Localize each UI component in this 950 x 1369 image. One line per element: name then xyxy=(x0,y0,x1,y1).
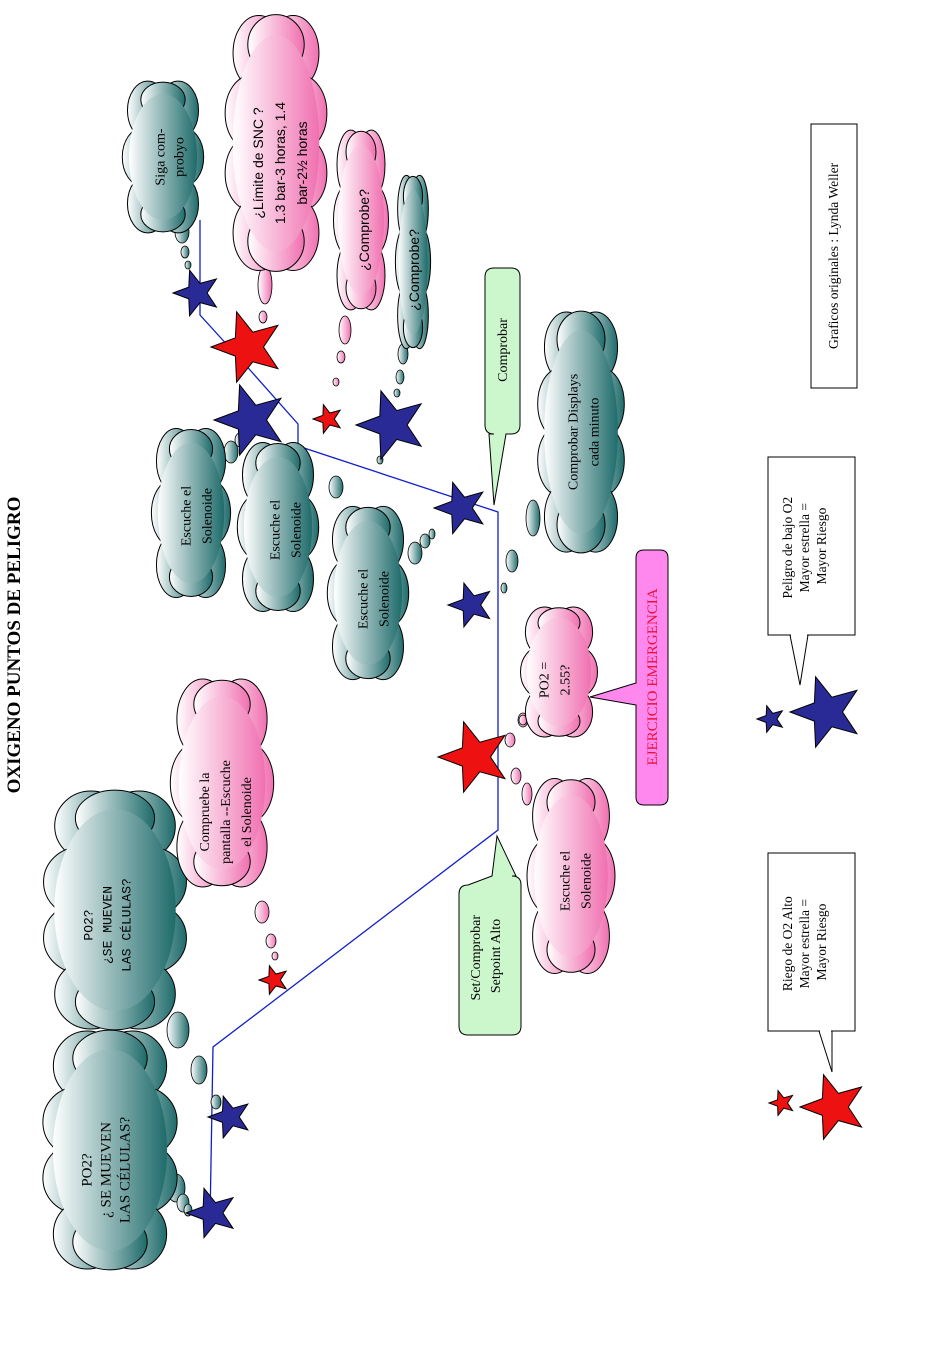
cloud-text-c2: PO2? ¿SE MUEVEN LAS CÉLULAS? xyxy=(82,878,135,972)
cloud-text-c6: Escuche el Solenoide xyxy=(268,500,304,560)
svg-text:Riego de O2 Alto Mayor e: Riego de O2 Alto Mayor estrella = Mayor … xyxy=(780,893,829,991)
legend-high-o2: Riego de O2 Alto Mayor estrella = Mayor … xyxy=(767,852,856,1073)
cloud-text-c3: Compruebe la pantalla --Escuche el Solenoi… xyxy=(198,760,255,864)
cloud-solenoid-1 xyxy=(150,427,251,598)
cloud-comprobe-teal xyxy=(376,174,432,465)
cloud-c10-line-2: probyo xyxy=(172,137,187,177)
cloud-text-c4: Escuche el Solenoide xyxy=(179,486,215,546)
legend-high-line-3: Mayor Riesgo xyxy=(814,903,829,980)
setpoint-line-1: Set/Comprobar xyxy=(469,915,484,1001)
legend-star-blue-small xyxy=(755,704,784,734)
cloud-c3-line-3: el Solenoide xyxy=(240,777,255,847)
cloud-text-c7: Escuche el Solenoide xyxy=(356,569,392,629)
cloud-po2-upper xyxy=(43,789,222,1110)
legend-star-blue-large xyxy=(788,675,859,749)
legend-star-red-small xyxy=(767,1089,794,1117)
cloud-text-c8: Escuche el Solenoide xyxy=(558,851,594,911)
star-blue-risk xyxy=(446,581,491,629)
setpoint-line-2: Setpoint Alto xyxy=(489,919,504,993)
cloud-solenoid-3 xyxy=(326,505,436,681)
star-blue-risk xyxy=(206,1094,249,1140)
cloud-displays xyxy=(500,310,625,594)
star-red-risk xyxy=(209,310,280,384)
star-red-risk xyxy=(257,964,288,996)
cloud-c1-line-2: ¿ SE MUEVEN xyxy=(98,1122,114,1218)
cloud-po2-255 xyxy=(518,606,598,738)
comprobar-label: Comprobar xyxy=(496,318,511,382)
cloud-c10-line-1: Siga com- xyxy=(153,128,168,185)
star-blue-risk xyxy=(184,1186,235,1240)
cloud-text-c12: ¿Comprobe? xyxy=(356,189,372,271)
cloud-c7-line-2: Solenoide xyxy=(377,571,392,627)
star-blue-risk xyxy=(212,383,283,457)
cloud-text-c10: Siga com-probyo xyxy=(153,128,187,185)
cloud-c12-line-1: ¿Comprobe? xyxy=(356,189,372,271)
cloud-compruebe-pantalla xyxy=(169,678,279,961)
setpoint-callout: Set/Comprobar Setpoint Alto xyxy=(458,834,522,1036)
cloud-c3-line-2: pantalla --Escuche xyxy=(219,760,234,864)
cloud-c1-line-1: PO2? xyxy=(79,1153,95,1187)
cloud-c11-line-1: ¿Límite de SNC ? xyxy=(250,107,266,218)
cloud-solenoid-2 xyxy=(236,442,344,612)
svg-text:Peligro de bajo O2 Mayor: Peligro de bajo O2 Mayor estrella = Mayo… xyxy=(780,494,829,599)
star-blue-risk xyxy=(171,268,218,318)
cloud-po2-lower xyxy=(42,1029,193,1271)
svg-text:Set/Comprobar Setpoint A: Set/Comprobar Setpoint Alto xyxy=(469,911,504,1000)
cloud-snc xyxy=(224,14,328,324)
legend-low-o2: Peligro de bajo O2 Mayor estrella = Mayo… xyxy=(767,456,856,686)
emergencia-label: EJERCICIO EMERGENCIA xyxy=(645,588,661,765)
cloud-solenoid-pink xyxy=(504,712,616,974)
cloud-text-c9: Comprobar Displays cada minuto xyxy=(566,374,602,490)
cloud-c4-line-2: Solenoide xyxy=(200,488,215,544)
cloud-c9-line-1: Comprobar Displays xyxy=(566,374,581,490)
cloud-text-c11: ¿Límite de SNC ? 1.3 bar-3 horas, 1.4 bar-… xyxy=(250,102,310,224)
cloud-c5-line-1: PO2 = xyxy=(537,662,552,698)
cloud-c11-line-2: 1.3 bar-3 horas, 1.4 xyxy=(272,102,288,224)
legend-low-line-1: Peligro de bajo O2 xyxy=(780,497,795,599)
legend-star-red-large xyxy=(798,1073,863,1141)
star-red-risk xyxy=(436,720,507,794)
cloud-c11-line-3: bar-2½ horas xyxy=(294,121,310,204)
star-blue-risk xyxy=(432,480,484,536)
cloud-c1-line-3: LAS CÉLULAS? xyxy=(116,1117,133,1224)
cloud-c7-line-1: Escuche el xyxy=(356,569,371,629)
legend-low-line-3: Mayor Riesgo xyxy=(814,507,829,584)
cloud-c2-line-3: LAS CÉLULAS? xyxy=(120,878,135,972)
cloud-c9-line-2: cada minuto xyxy=(587,398,602,467)
legend-high-line-2: Mayor estrella = xyxy=(797,899,812,988)
star-blue-risk xyxy=(354,389,423,461)
cloud-siga xyxy=(121,80,205,270)
legend-low-line-2: Mayor estrella = xyxy=(797,503,812,592)
cloud-c8-line-2: Solenoide xyxy=(579,853,594,909)
cloud-c5-line-2: 2.55? xyxy=(558,665,573,696)
credit-text: Graficos originales : Lynda Weller xyxy=(826,162,841,349)
page-title: OXIGENO PUNTOS DE PELIGRO xyxy=(4,497,25,794)
cloud-c6-line-2: Solenoide xyxy=(289,502,304,558)
cloud-c6-line-1: Escuche el xyxy=(268,500,283,560)
credit-box: Graficos originales : Lynda Weller xyxy=(810,123,858,389)
cloud-c4-line-1: Escuche el xyxy=(179,486,194,546)
cloud-c3-line-1: Compruebe la xyxy=(198,772,213,852)
cloud-text-c13: ¿Comprobe? xyxy=(406,229,422,311)
star-red-risk xyxy=(311,403,342,435)
cloud-c2-line-1: PO2? xyxy=(82,909,97,940)
cloud-text-c5: PO2 = 2.55? xyxy=(537,662,573,698)
cloud-c13-line-1: ¿Comprobe? xyxy=(406,229,422,311)
cloud-comprobe-pink xyxy=(332,129,389,387)
cloud-c8-line-1: Escuche el xyxy=(558,851,573,911)
comprobar-callout: Comprobar xyxy=(484,267,521,506)
emergencia-callout: EJERCICIO EMERGENCIA xyxy=(589,549,669,806)
cloud-c2-line-2: ¿SE MUEVEN xyxy=(101,886,116,964)
legend-high-line-1: Riego de O2 Alto xyxy=(780,896,795,991)
